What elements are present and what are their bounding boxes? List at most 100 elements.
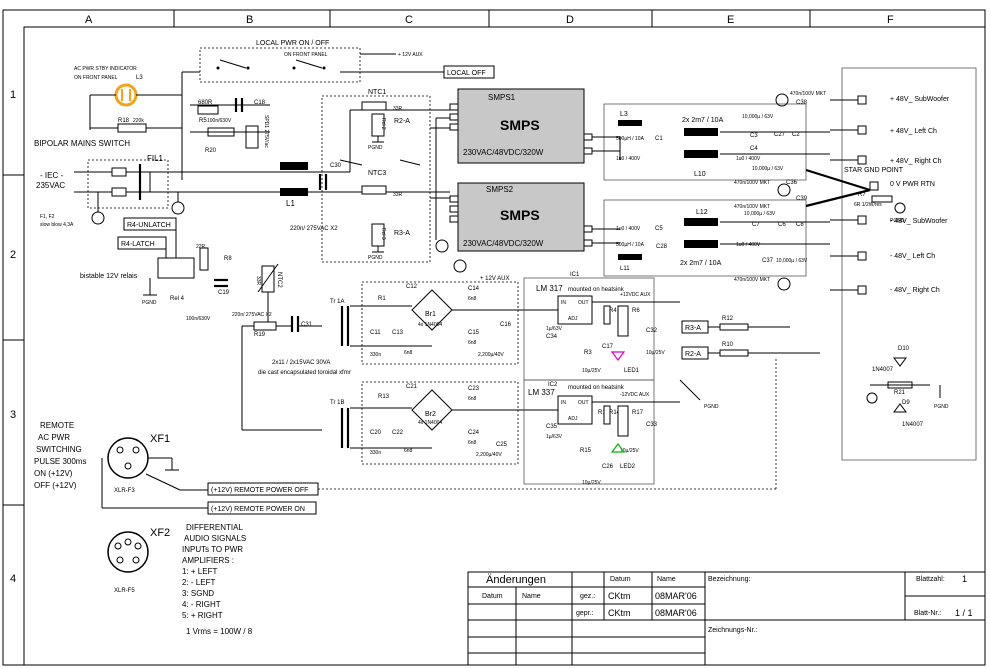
r2a-input-label: R2-A <box>685 351 701 358</box>
c35-rating: 1µ/63V <box>546 434 563 440</box>
blatt-nr-value: 1 / 1 <box>955 608 973 618</box>
br2-label: Br2 <box>425 411 436 418</box>
driver-pgnd: PGND <box>704 404 719 410</box>
r17-label: R17 <box>632 410 644 416</box>
pos-aux-out: +12VDC AUX <box>620 292 651 298</box>
choke-label-bottom: 2x 2m7 / 10A <box>680 260 722 267</box>
remote-on-tag <box>207 501 317 515</box>
c39-label: C39 <box>796 196 808 202</box>
smps2-rating: 230VAC/48VDC/320W <box>463 239 544 248</box>
smps1-rating: 230VAC/48VDC/320W <box>463 148 544 157</box>
smps1-title: SMPS <box>500 117 540 133</box>
c4-label: C4 <box>750 146 758 152</box>
r8-label: R8 <box>224 256 232 262</box>
remote-title-6: OFF (+12V) <box>34 481 77 490</box>
c15-label: C15 <box>468 330 480 336</box>
ntc3-value: 33R <box>393 192 403 198</box>
indicator-ref: L3 <box>136 75 143 81</box>
ntc1-label: NTC1 <box>368 89 386 96</box>
col-label: D <box>566 14 574 26</box>
ic1-label: IC1 <box>570 272 580 278</box>
c13-label: C13 <box>392 330 404 336</box>
r7-value: 6R 1/2W/res <box>854 202 882 208</box>
ic2-in: IN <box>561 400 566 406</box>
out-neg-right: - 48V_ Right Ch <box>890 287 940 294</box>
c27-label: C27 <box>774 132 786 138</box>
col-label: F <box>887 14 894 26</box>
local-power-switch: LOCAL PWR ON / OFF ON FRONT PANEL + 12V … <box>181 40 495 180</box>
c6-rating: 1u0 / 400V <box>736 242 761 248</box>
gez-name: CKtm <box>608 591 631 601</box>
r5-value: 680R <box>198 100 213 106</box>
c20-label: C20 <box>370 430 382 436</box>
remote-title-5: ON (+12V) <box>34 469 73 478</box>
output-filters: L3 500µH / 10A C1 1u0 / 400V 2x 2m7 / 10… <box>592 91 830 291</box>
c6-label: C6 <box>778 222 786 228</box>
audio-pin-3: 3: SGND <box>182 589 214 598</box>
diode-pair: D10 1N4007 R21 D9 1N4007 PGND <box>866 346 949 428</box>
tr1b-label: Tr 1B <box>330 400 344 406</box>
out-neg-left: - 48V_ Left Ch <box>890 253 935 260</box>
r5-label: R5 <box>199 118 207 124</box>
r18-label: R18 <box>118 118 130 124</box>
xf1-type: XLR-F3 <box>114 488 135 494</box>
bezeichnung-label: Bezeichnung: <box>708 576 750 583</box>
audio-heading-1: DIFFERENTIAL <box>186 523 243 532</box>
r4-unlatch-label: R4-UNLATCH <box>127 222 171 229</box>
col-label: C <box>405 14 413 26</box>
inrush-passives: 680R R5 100n/630V R20 C18 SPD1 275V/ac R… <box>186 98 270 322</box>
audio-heading-2: AUDIO SIGNALS <box>184 534 246 543</box>
row-labels: 1 2 3 4 <box>10 89 16 585</box>
r21-label: R21 <box>894 390 906 396</box>
ntc-relays: NTC1 NTC3 R2-A R3-A 33R 33R Rel 2 Rel 3 … <box>339 89 421 261</box>
d9-type: 1N4007 <box>902 422 924 428</box>
indicator-label: AC PWR STBY INDICATOR <box>74 66 137 72</box>
remote-title-3: SWITCHING <box>36 445 82 454</box>
relay-drivers: R3-A R2-A R12 R10 PGND <box>679 316 820 410</box>
filter-label: FIL1 <box>147 154 164 163</box>
r3-label-aux: R13 <box>378 394 390 400</box>
l11-label: L11 <box>620 266 630 272</box>
local-off-label: LOCAL OFF <box>447 70 486 77</box>
xf1-label: XF1 <box>150 433 170 445</box>
xfmr-label-2: die cast encapsulated toroidal xfmr <box>258 370 351 376</box>
audio-pin-2: 2: - LEFT <box>182 578 215 587</box>
lm337-label: LM 337 <box>528 388 555 397</box>
c38-rating: 470n/100V MKT <box>790 91 826 97</box>
c33-label: C33 <box>646 422 658 428</box>
gez-date: 08MAR'06 <box>655 591 697 601</box>
row-label: 1 <box>10 89 16 101</box>
c16-rating: 2,200µ/40V <box>478 352 504 358</box>
r4-unlatch-tag <box>123 217 177 231</box>
c24-label: C24 <box>468 430 480 436</box>
smps2-block <box>457 182 585 252</box>
remote-title-1: REMOTE <box>40 421 74 430</box>
r4-label: R4 <box>609 308 617 314</box>
c30-label: C30 <box>330 163 342 169</box>
c37-big: 10,000µ / 63V <box>776 258 808 264</box>
ic2-label: IC2 <box>548 382 558 388</box>
c18-label: C18 <box>254 100 266 106</box>
c14-label: C14 <box>468 286 480 292</box>
rel4-label: Rel 4 <box>170 296 185 302</box>
smps-modules: SMPS1 SMPS 230VAC/48VDC/320W SMPS2 SMPS … <box>430 88 593 273</box>
audio-heading-4: AMPLIFIERS : <box>182 556 234 565</box>
c37-mkt: 470n/100V MKT <box>734 277 770 283</box>
ntc2-label: NTC2 <box>276 272 282 288</box>
r19-label: R19 <box>254 332 266 338</box>
r2a-label: R2-A <box>394 118 410 125</box>
bipolar-switch-label: BIPOLAR MAINS SWITCH <box>34 139 130 148</box>
gepr-date: 08MAR'06 <box>655 608 697 618</box>
br1-label: Br1 <box>425 311 436 318</box>
smps2-title: SMPS <box>500 207 540 223</box>
c1-rating: 1u0 / 400V <box>616 156 641 162</box>
row-label: 3 <box>10 409 16 421</box>
tr1a-label: Tr 1A <box>330 299 344 305</box>
c1-label: C1 <box>655 136 663 142</box>
diode-pgnd: PGND <box>934 404 949 410</box>
heatsink-1: mounted on heatsink <box>568 287 625 293</box>
ic2-out: OUT <box>578 400 589 406</box>
col-label: E <box>727 14 734 26</box>
c19-label: C19 <box>218 290 230 296</box>
